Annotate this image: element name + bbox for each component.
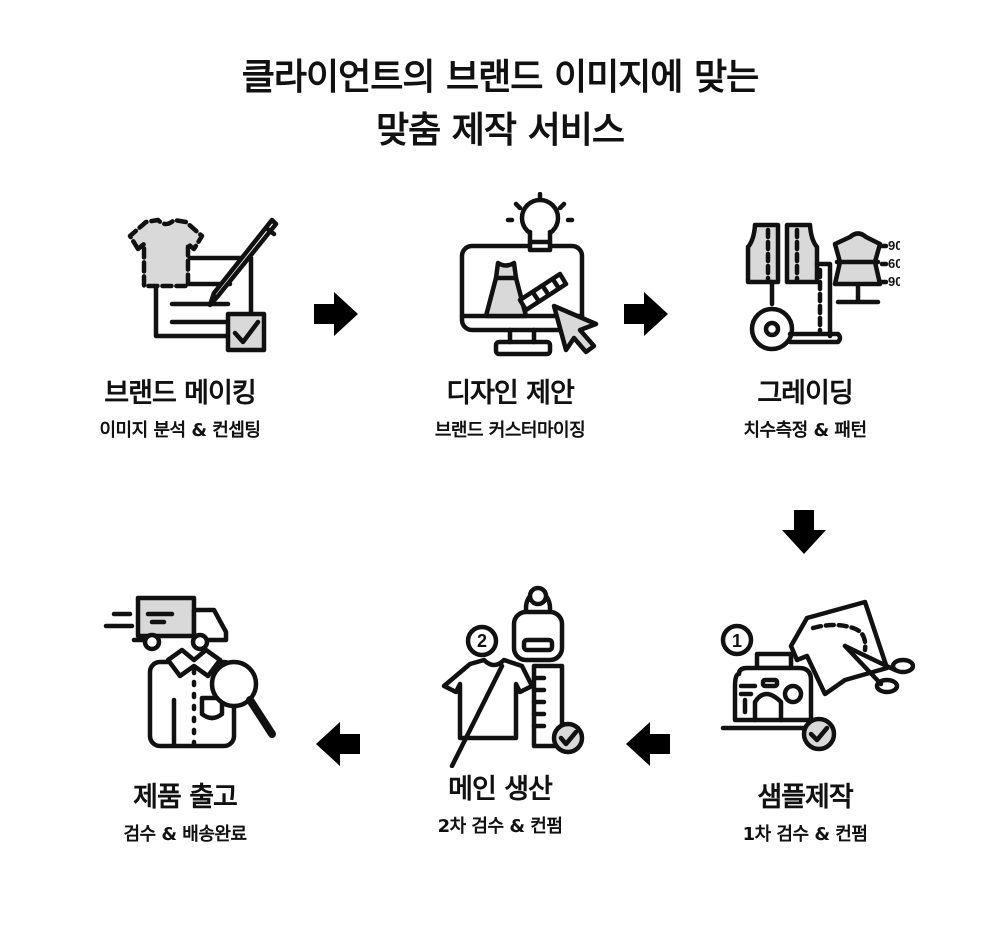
sewing-machine-scissors-icon: 1 [720, 599, 915, 752]
step-title: 제품 출고 [133, 782, 238, 813]
step-title: 디자인 제안 [446, 378, 575, 409]
arrow-left-icon [626, 722, 670, 766]
truck-shirt-magnifier-icon [103, 595, 276, 749]
tshirt-document-pencil-check-icon [127, 217, 279, 353]
step-title: 그레이딩 [757, 378, 853, 409]
monitor-lightbulb-dress-cursor-icon [459, 192, 599, 357]
arrow-right-icon [624, 292, 668, 336]
tshirt-tag-ruler-icon: 2 [441, 585, 585, 768]
step-product-release: 제품 출고 검수 & 배송완료 [65, 588, 305, 848]
step-design-proposal: 디자인 제안 브랜드 커스터마이징 [390, 192, 630, 444]
step-description: 브랜드 커스터마이징 [434, 420, 586, 441]
measurement-bust: 90 [888, 238, 900, 253]
step-badge-number: 2 [477, 631, 487, 651]
step-brand-making: 브랜드 메이킹 이미지 분석 & 컨셉팅 [60, 192, 300, 444]
step-sample-production: 1 샘플제작 1차 검수 & 컨펌 [685, 588, 925, 848]
arrow-down-icon [782, 510, 826, 554]
step-description: 2차 검수 & 컨펌 [437, 816, 563, 837]
arrow-right-icon [314, 292, 358, 336]
step-grading: 90 60 90 그레이딩 치수측정 & 패턴 [685, 192, 925, 444]
measurement-hip: 90 [888, 274, 900, 289]
page-title-line-2: 맞춤 제작 서비스 [376, 110, 625, 151]
step-title: 샘플제작 [757, 782, 853, 813]
step-title: 메인 생산 [448, 774, 553, 805]
step-description: 검수 & 배송완료 [123, 824, 247, 845]
step-description: 1차 검수 & 컨펌 [742, 824, 868, 845]
measurement-waist: 60 [888, 256, 900, 271]
step-main-production: 2 메인 생산 2차 검수 & 컨펌 [380, 578, 620, 840]
arrow-left-icon [316, 722, 360, 766]
step-description: 이미지 분석 & 컨셉팅 [99, 420, 261, 441]
pattern-mannequin-tape-icon: 90 60 90 [745, 222, 900, 352]
step-title: 브랜드 메이킹 [104, 378, 256, 409]
step-badge-number: 1 [732, 631, 742, 651]
page-title-line-1: 클라이언트의 브랜드 이미지에 맞는 [241, 57, 759, 98]
step-description: 치수측정 & 패턴 [743, 420, 867, 441]
